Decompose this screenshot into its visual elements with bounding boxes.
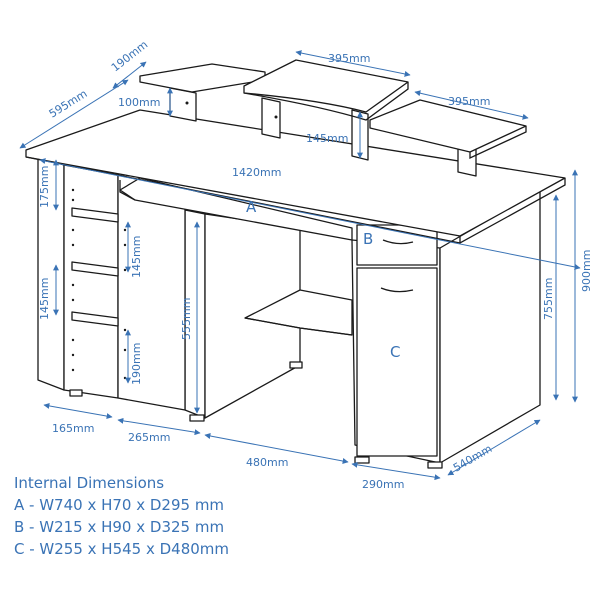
- dim-desk-width: 1420mm: [232, 166, 281, 179]
- dim-left-width: 165mm: [52, 422, 94, 435]
- dim-cpu-shelf-height: 190mm: [130, 343, 143, 385]
- foot: [354, 456, 370, 464]
- dim-total-height: 900mm: [580, 250, 593, 292]
- label-b: B: [363, 230, 373, 248]
- dim-shelf-left-depth: 190mm: [109, 38, 150, 74]
- foot: [189, 414, 205, 422]
- middle-shelf-edge: [244, 317, 353, 336]
- dim-cabinet-height: 755mm: [542, 278, 555, 320]
- dim-top-compartment-height: 175mm: [38, 166, 51, 208]
- legend-item-b: B - W215 x H90 x D325 mm: [14, 518, 225, 536]
- dim-shelf-right-width: 395mm: [448, 95, 490, 108]
- dimension-lines: [19, 50, 581, 481]
- dim-middle-shelf-height: 145mm: [306, 132, 348, 145]
- cabinet-door-c: [356, 267, 438, 457]
- compartment-labels: A B C: [246, 198, 400, 361]
- desk-outline: [25, 59, 566, 469]
- legend-title: Internal Dimensions: [14, 474, 165, 492]
- dim-shelf-spacing-lower: 145mm: [38, 278, 51, 320]
- label-a: A: [246, 198, 257, 216]
- label-c: C: [390, 343, 400, 361]
- legend-item-c: C - W255 x H545 x D480mm: [14, 540, 230, 558]
- foot: [69, 389, 83, 397]
- foot: [427, 461, 443, 469]
- hutch-shelf-right-edge: [469, 126, 527, 160]
- hutch-shelf-middle-edge: [243, 82, 409, 121]
- dim-shelf-middle-width: 395mm: [328, 52, 370, 65]
- dim-cpu-width: 265mm: [128, 431, 170, 444]
- hutch-support-mid-left: [261, 97, 281, 139]
- dim-cabinet-width: 290mm: [362, 478, 404, 491]
- hutch-support-left: [169, 87, 197, 122]
- dim-knee-width: 480mm: [246, 456, 288, 469]
- dim-shelf-spacing-upper: 145mm: [130, 236, 143, 278]
- dim-cpu-space-height: 555mm: [180, 298, 193, 340]
- foot: [289, 361, 303, 369]
- hutch-shelf-right: [369, 99, 527, 153]
- internal-dimensions-legend: Internal Dimensions A - W740 x H70 x D29…: [14, 472, 334, 560]
- hutch-shelf-middle: [243, 59, 409, 113]
- bookshelf-shelf: [71, 311, 119, 327]
- door-c-handle: [380, 287, 414, 293]
- legend-item-a: A - W740 x H70 x D295 mm: [14, 496, 225, 514]
- dim-shelf-height: 100mm: [118, 96, 160, 109]
- dim-desk-depth-top: 595mm: [47, 87, 90, 121]
